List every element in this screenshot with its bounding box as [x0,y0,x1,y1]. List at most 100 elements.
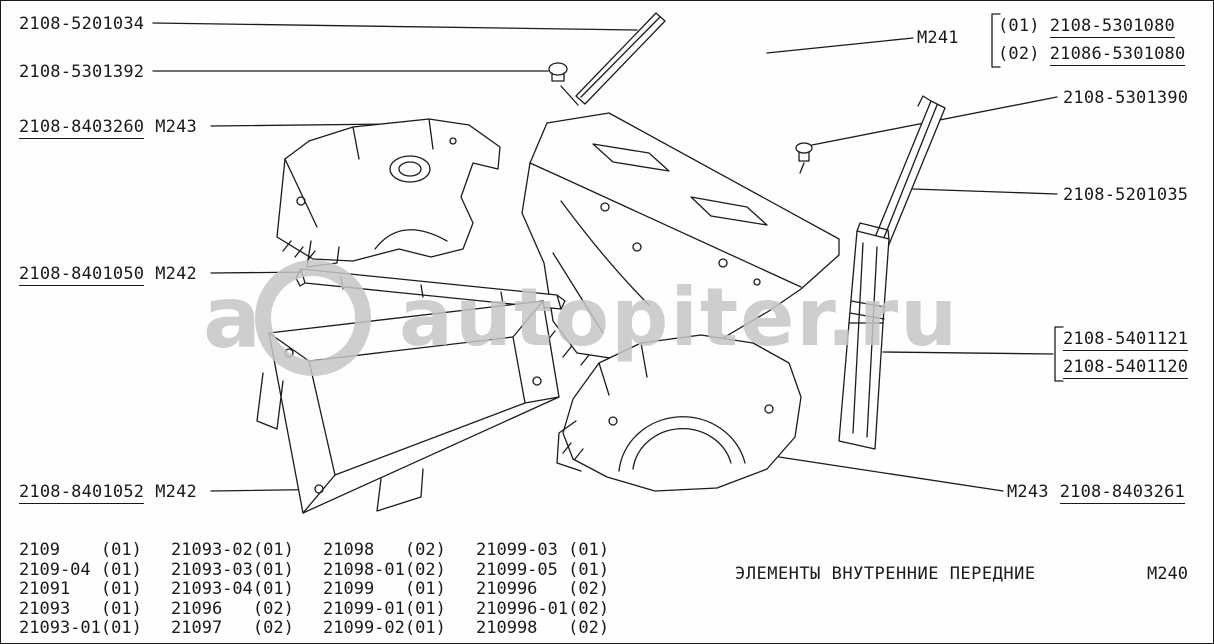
applicability-cell: 21093-03(01) [171,559,294,581]
applicability-cell: 21093-01(01) [19,618,142,639]
part-number: 2108-5301392 [19,62,145,82]
vehicle-model: 21091 [19,579,71,599]
vehicle-model: 21093 [19,598,71,619]
sheet-number: М240 [1147,564,1188,584]
applicability-cell: 21099-03(01) [476,540,609,561]
vehicle-model: 21098 [323,540,375,560]
pillar-pair-bracket [1054,326,1064,382]
part-number: 2108-5201034 [19,14,145,34]
callout-8403260: 2108-8403260 М243 [19,117,197,139]
applicability-column-1: 2109 (01) 2109-04 (01) 21091 (01) 21093 (01)… [19,540,142,639]
vehicle-model: 210996 [476,579,538,599]
option-code: (01) [100,579,142,599]
option-code: (01) [568,559,610,580]
drawing-left-wheelhouse-assembly [276,118,501,268]
drawing-windshield-pillar-strip [868,95,946,260]
applicability-cell: 21098-01(02) [323,559,446,581]
vehicle-model: 21093-02 [171,540,253,560]
callout-5201035: 2108-5201035 [1063,185,1188,205]
part-number-link[interactable]: 2108-8403260 [19,117,145,139]
applicability-column-4: 21099-03(01) 21099-05 (01) 210996 (02) 210… [476,540,610,639]
m241-options-bracket [991,13,1001,68]
option-code: (02) [568,579,610,599]
part-number-link[interactable]: 2108-5301080 [1049,16,1175,38]
vehicle-model: 21099-05 [476,559,558,580]
part-number-link[interactable]: 2108-8403261 [1059,482,1185,504]
applicability-table: 2109 (01) 2109-04 (01) 21091 (01) 21093 (01)… [1,540,1213,641]
drawing-grommet-right [795,142,813,174]
applicability-cell: 21099(01) [323,579,446,600]
vehicle-model: 21093-03 [171,559,253,580]
callout-5301390: 2108-5301390 [1063,88,1188,108]
vehicle-model: 2109 [19,540,60,560]
drawing-inner-pillar [838,222,890,450]
callout-5201034: 2108-5201034 [19,14,144,34]
drawing-right-wheelhouse [556,334,802,492]
applicability-cell: 2109 (01) [19,540,142,561]
vehicle-model: 2109-04 [19,559,91,580]
vehicle-model: 21093-01 [19,618,101,638]
drawing-windshield-header-strip [575,12,666,105]
callout-8403261: М243 2108-8403261 [1007,482,1185,504]
applicability-cell: 21093 (01) [19,598,142,620]
drawing-cowl-panel [521,112,840,366]
sheet-title: ЭЛЕМЕНТЫ ВНУТРЕННИЕ ПЕРЕДНИЕ [735,564,1036,584]
vehicle-model: 21099-03 [476,540,558,560]
vehicle-model: 21099-02 [323,618,405,638]
part-number-link[interactable]: 2108-5401120 [1063,357,1189,379]
part-number-link[interactable]: 2108-8401052 [19,482,145,504]
option-code: (01) [252,540,294,560]
option-code: (02) [568,618,610,638]
option-code: (02) [404,559,446,580]
applicability-cell: 210998 (02) [476,618,610,639]
vehicle-model: 21099-01 [323,598,405,619]
callout-m241-option-1: (01) 2108-5301080 [998,16,1175,38]
option-code: (01) [404,618,446,638]
drawing-plug-left [548,62,579,106]
applicability-cell: 21093-02(01) [171,540,294,561]
option-code: (01) [252,579,294,599]
option-code: (01) [404,598,446,619]
option-code: (01) [998,16,1040,36]
applicability-cell: 21093-04(01) [171,579,294,600]
callout-5401121: 2108-5401121 [1063,329,1189,351]
applicability-cell: 21096(02) [171,598,294,620]
option-code: (02) [568,598,610,619]
vehicle-model: 21098-01 [323,559,405,580]
section-ref: М241 [917,28,959,48]
callout-5401120: 2108-5401120 [1063,357,1189,379]
vehicle-model: 21096 [171,598,223,619]
applicability-column-2: 21093-02(01) 21093-03(01) 21093-04(01) 2… [171,540,294,639]
applicability-cell: 21097 (02) [171,618,294,639]
option-code: (02) [252,618,294,638]
part-number: 2108-5201035 [1063,185,1189,205]
option-code: (01) [100,540,142,560]
section-ref: М243 [1007,482,1049,502]
callout-m241-option-2: (02) 21086-5301080 [998,44,1186,66]
applicability-cell: 21099-02(01) [323,618,446,639]
applicability-cell: 21098 (02) [323,540,446,561]
part-number-link[interactable]: 21086-5301080 [1049,44,1186,66]
vehicle-model: 21093-04 [171,579,253,599]
option-code: (01) [404,579,446,599]
vehicle-model: 210998 [476,618,538,638]
option-code: (02) [404,540,446,560]
part-number-link[interactable]: 2108-5401121 [1063,329,1189,351]
option-code: (01) [100,618,142,638]
part-number: 2108-5301390 [1063,88,1189,108]
section-ref: М243 [155,117,197,137]
leader-lines [152,22,1058,492]
applicability-cell: 21099-05 (01) [476,559,610,581]
option-code: (02) [998,44,1040,64]
applicability-column-3: 21098 (02) 21098-01(02) 21099(01) 21099-0… [323,540,446,639]
applicability-cell: 21091 (01) [19,579,142,600]
applicability-cell: 21099-01(01) [323,598,446,620]
applicability-cell: 2109-04 (01) [19,559,142,581]
option-code: (01) [100,598,142,619]
option-code: (01) [100,559,142,580]
vehicle-model: 21097 [171,618,223,638]
applicability-cell: 210996 (02) [476,579,610,600]
part-number-link[interactable]: 2108-8401050 [19,264,145,286]
